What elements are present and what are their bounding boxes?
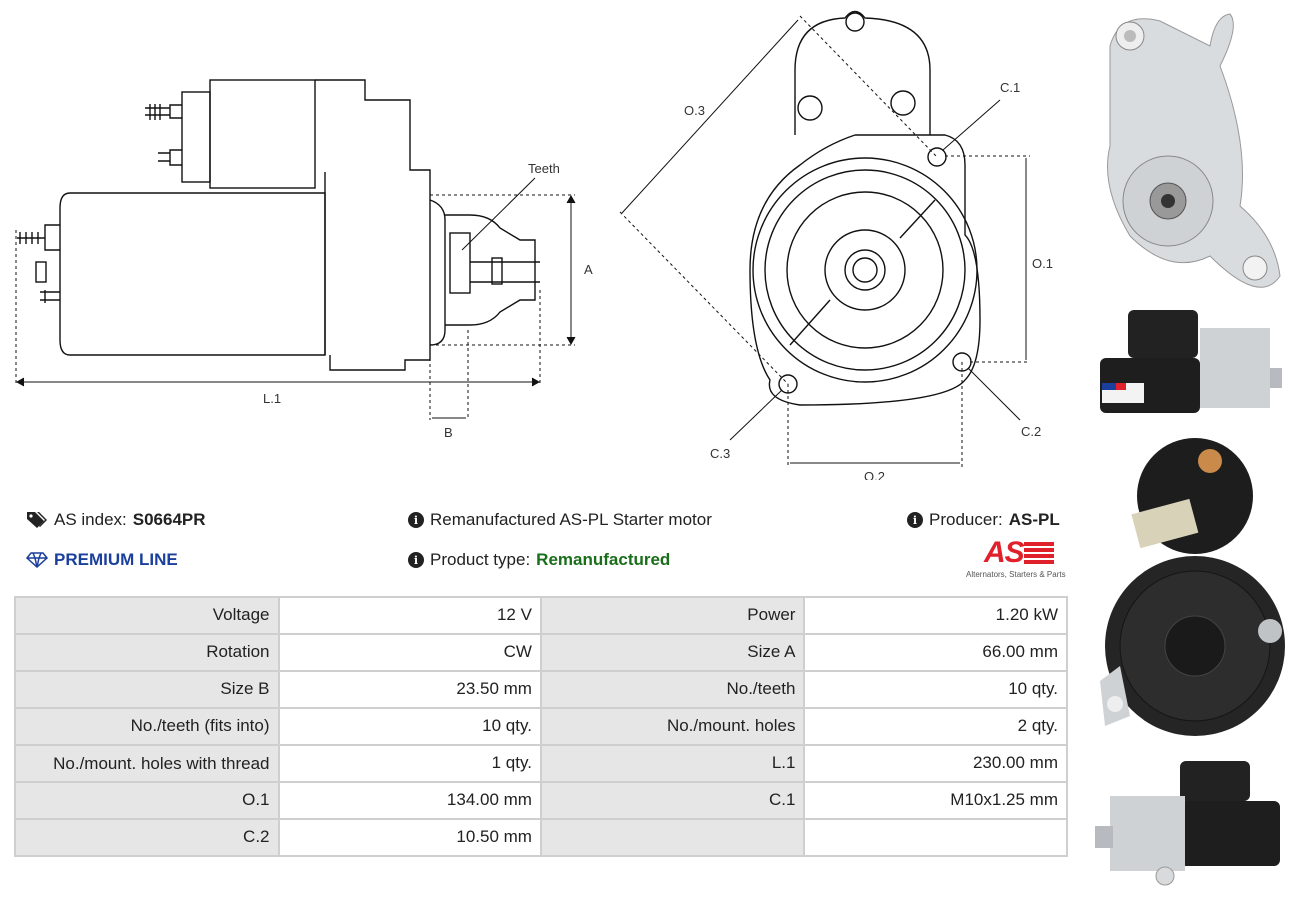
spec-value: 134.00 mm bbox=[277, 781, 542, 820]
info-icon: i bbox=[408, 552, 424, 568]
spec-value: 10.50 mm bbox=[277, 818, 542, 857]
logo-mark: AS bbox=[984, 536, 1025, 569]
dim-a-label: A bbox=[584, 262, 593, 277]
spec-value: 230.00 mm bbox=[803, 744, 1068, 783]
spec-key: Voltage bbox=[14, 596, 280, 635]
c1-label: C.1 bbox=[1000, 80, 1020, 95]
as-index: AS index: S0664PR bbox=[26, 510, 206, 530]
spec-key: O.1 bbox=[14, 781, 280, 820]
tags-icon bbox=[27, 512, 47, 528]
diamond-icon bbox=[26, 552, 48, 568]
front-view-drawing: O.3 C.1 O.1 C.2 C.3 O.2 bbox=[619, 10, 1053, 480]
spec-key: C.2 bbox=[14, 818, 280, 857]
spec-key: Size A bbox=[539, 633, 806, 672]
dim-b-label: B bbox=[444, 425, 453, 440]
spec-value: 10 qty. bbox=[277, 707, 542, 746]
product-photo-rear[interactable] bbox=[1090, 436, 1290, 741]
as-pl-logo: AS Alternators, Starters & Parts bbox=[962, 536, 1070, 584]
spec-value: 12 V bbox=[277, 596, 542, 635]
product-photo-front[interactable] bbox=[1090, 6, 1290, 306]
producer: i Producer: AS-PL bbox=[907, 510, 1060, 530]
premium-line: PREMIUM LINE bbox=[26, 550, 178, 570]
dim-l1-label: L.1 bbox=[263, 391, 281, 406]
c2-label: C.2 bbox=[1021, 424, 1041, 439]
spec-value: M10x1.25 mm bbox=[803, 781, 1068, 820]
spec-key bbox=[539, 818, 806, 857]
spec-value: 10 qty. bbox=[803, 670, 1068, 709]
product-type-label: Product type: bbox=[430, 550, 531, 569]
spec-value: 66.00 mm bbox=[803, 633, 1068, 672]
spec-key: L.1 bbox=[539, 744, 806, 783]
teeth-label: Teeth bbox=[528, 161, 560, 176]
description-text: Remanufactured AS-PL Starter motor bbox=[430, 510, 712, 529]
spec-key: No./mount. holes with thread bbox=[14, 744, 280, 783]
producer-label: Producer: bbox=[929, 510, 1003, 529]
side-view-drawing: Teeth A B L.1 bbox=[15, 79, 593, 440]
producer-value: AS-PL bbox=[1008, 510, 1060, 529]
info-icon: i bbox=[408, 512, 424, 528]
product-photo-side-2[interactable] bbox=[1090, 756, 1290, 891]
logo-tagline: Alternators, Starters & Parts bbox=[966, 570, 1066, 579]
spec-key: No./teeth (fits into) bbox=[14, 707, 280, 746]
dim-o2-label: O.2 bbox=[864, 469, 885, 480]
product-type: i Product type: Remanufactured bbox=[408, 550, 670, 570]
spec-key: C.1 bbox=[539, 781, 806, 820]
spec-key: Size B bbox=[14, 670, 280, 709]
info-icon: i bbox=[907, 512, 923, 528]
spec-value: 2 qty. bbox=[803, 707, 1068, 746]
spec-value: CW bbox=[277, 633, 542, 672]
product-type-value: Remanufactured bbox=[536, 550, 671, 569]
spec-key: Power bbox=[539, 596, 806, 635]
spec-key: No./teeth bbox=[539, 670, 806, 709]
spec-value: 23.50 mm bbox=[277, 670, 542, 709]
dim-o1-label: O.1 bbox=[1032, 256, 1053, 271]
dim-o3-label: O.3 bbox=[684, 103, 705, 118]
product-photo-side-1[interactable] bbox=[1090, 308, 1290, 420]
premium-line-text: PREMIUM LINE bbox=[54, 550, 178, 569]
description: i Remanufactured AS-PL Starter motor bbox=[408, 510, 712, 530]
spec-value bbox=[803, 818, 1068, 857]
logo-stripes bbox=[1024, 542, 1054, 566]
c3-label: C.3 bbox=[710, 446, 730, 461]
as-index-value: S0664PR bbox=[132, 510, 206, 529]
as-index-label: AS index: bbox=[54, 510, 127, 529]
spec-key: Rotation bbox=[14, 633, 280, 672]
spec-value: 1 qty. bbox=[277, 744, 542, 783]
spec-row: No./teeth (fits into)10 qty.No./mount. h… bbox=[14, 707, 1068, 746]
spec-value: 1.20 kW bbox=[803, 596, 1068, 635]
spec-key: No./mount. holes bbox=[539, 707, 806, 746]
